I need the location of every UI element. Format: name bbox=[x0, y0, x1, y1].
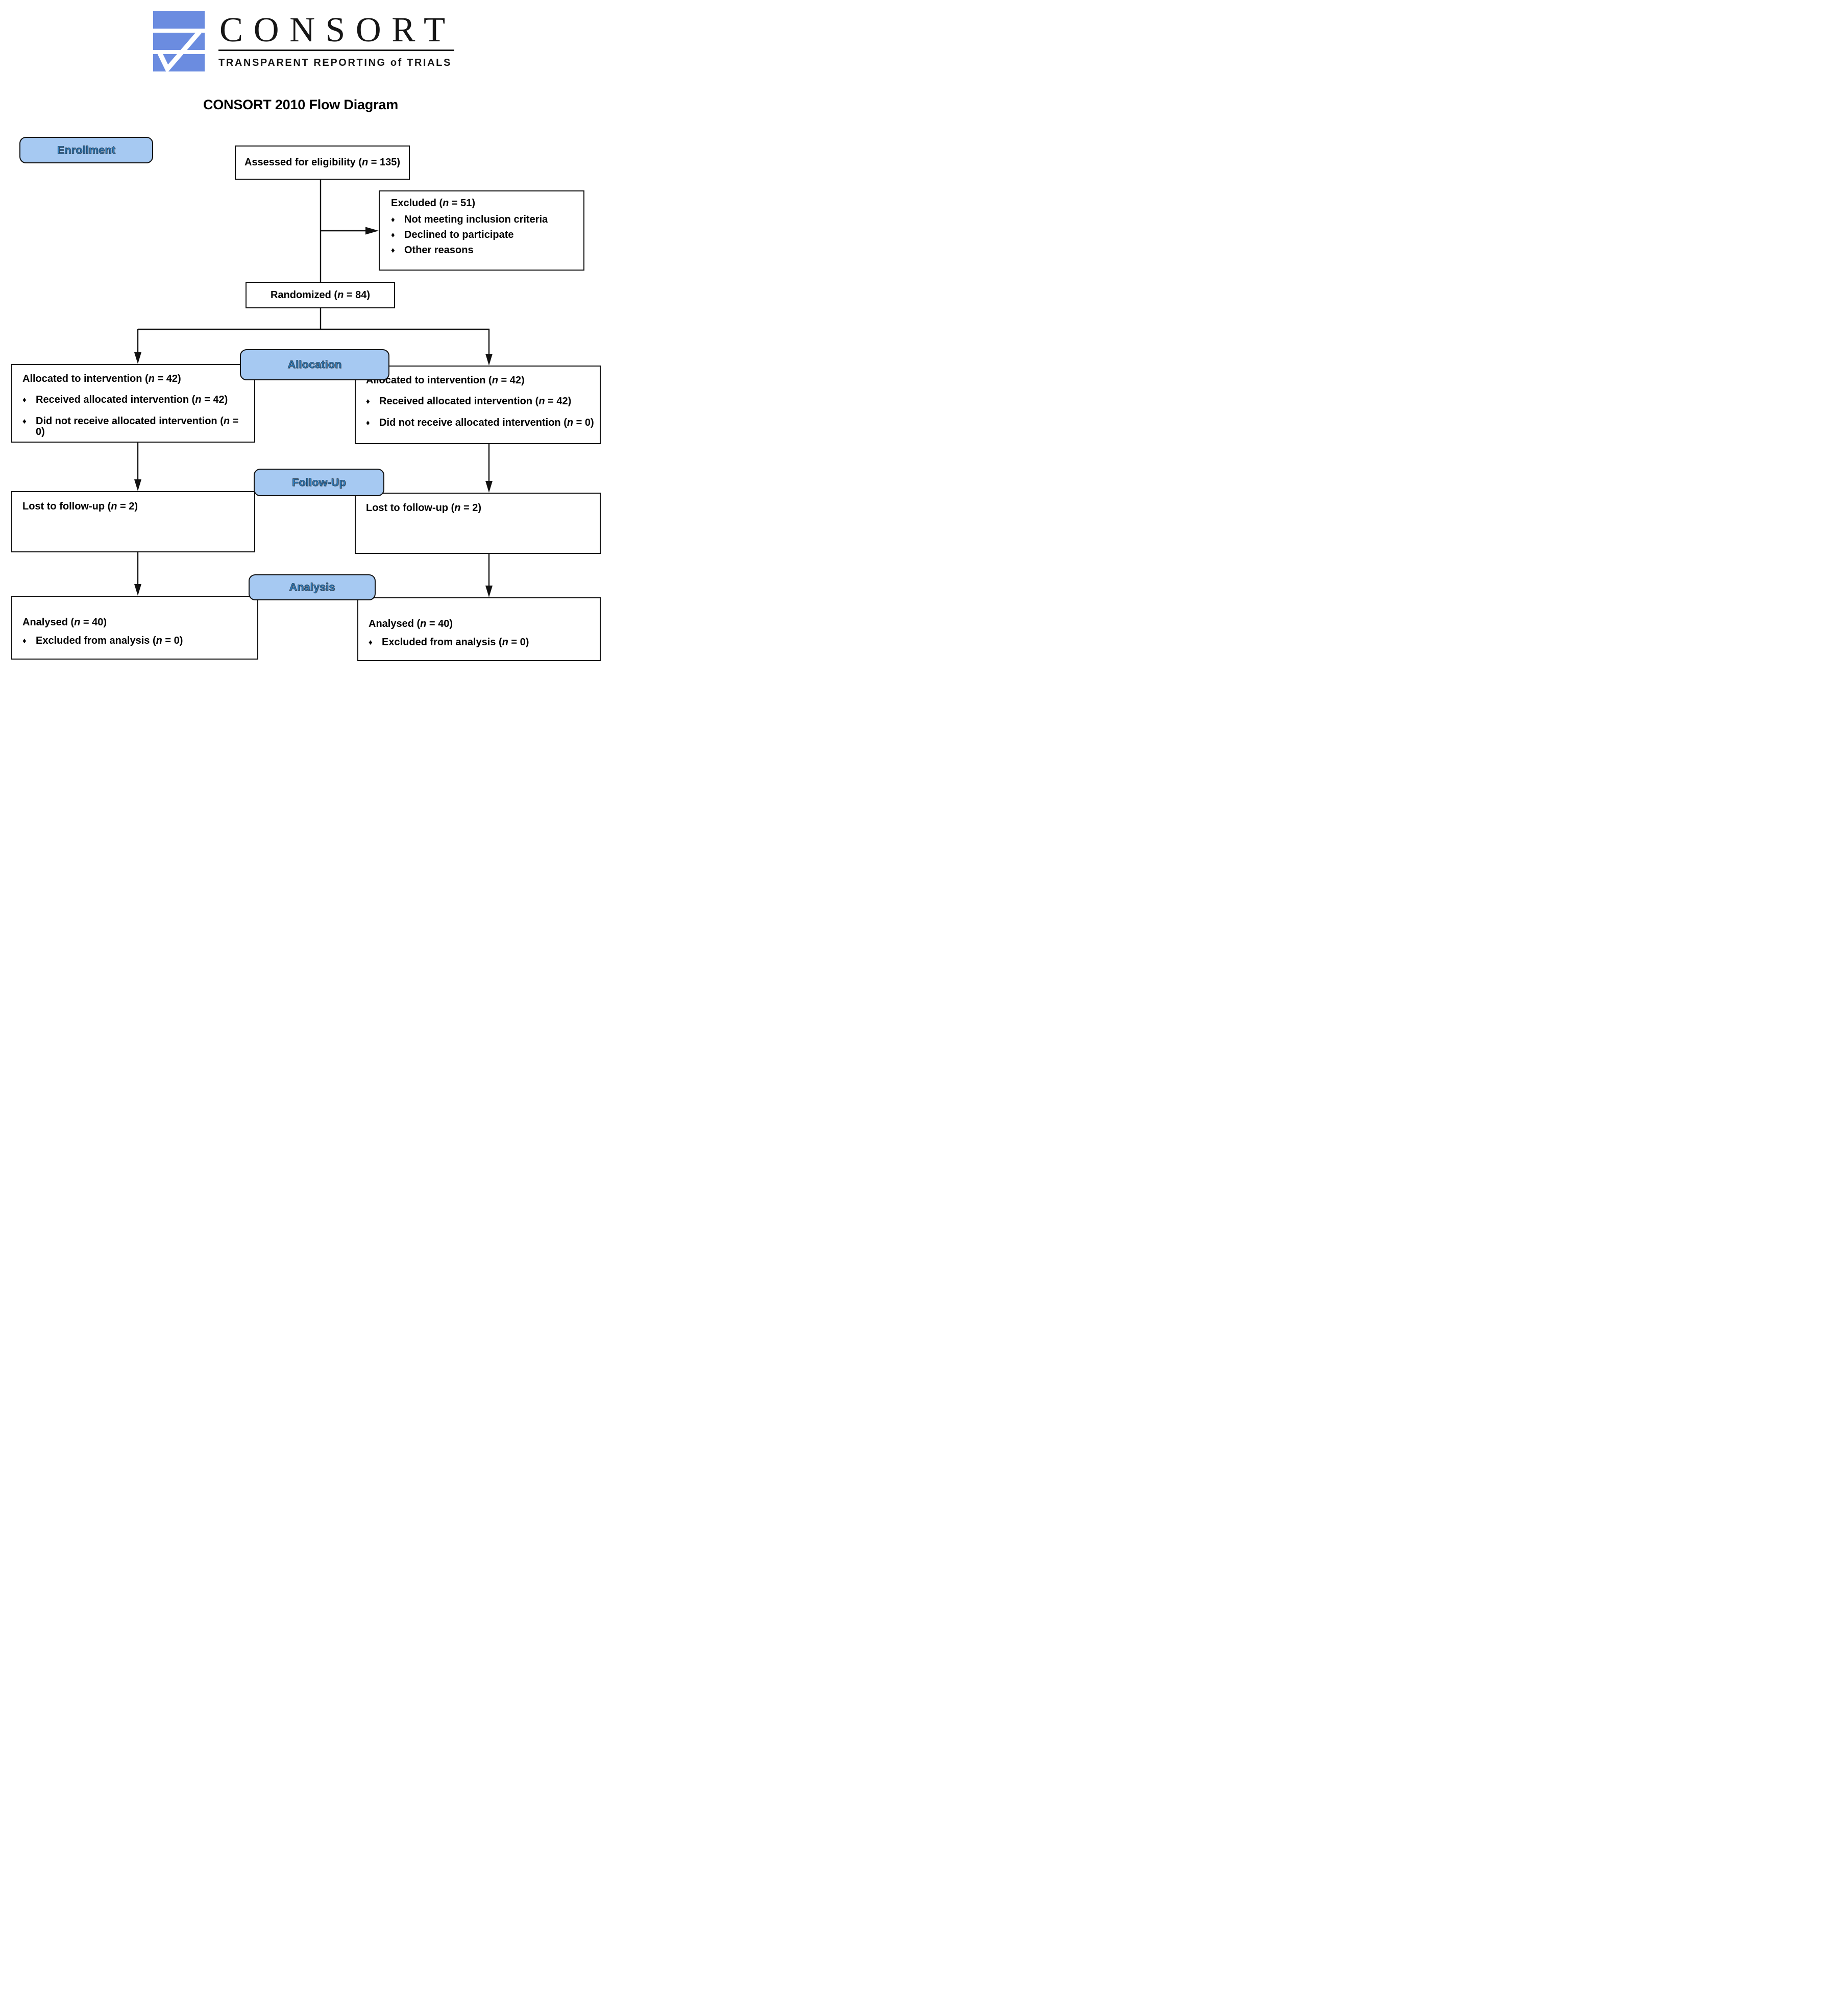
excluded-bullet-text: Other reasons bbox=[404, 245, 474, 256]
consort-logo-icon bbox=[153, 11, 205, 71]
logo-tagline: TRANSPARENT REPORTING of TRIALS bbox=[218, 57, 452, 68]
box-assessed: Assessed for eligibility (n = 135) bbox=[235, 145, 410, 180]
diamond-bullet-icon: ♦ bbox=[391, 246, 395, 255]
box-followup-left: Lost to follow-up (n = 2) bbox=[11, 491, 255, 552]
diamond-bullet-icon: ♦ bbox=[366, 419, 370, 427]
logo-checkmark-icon bbox=[157, 30, 202, 71]
logo-divider bbox=[218, 50, 454, 51]
box-excluded-title: Excluded (n = 51) bbox=[391, 198, 476, 209]
connector-randomized-split bbox=[138, 308, 489, 330]
stage-label-followup: Follow-Up bbox=[254, 469, 384, 496]
followup-left-text: Lost to follow-up (n = 2) bbox=[22, 501, 138, 512]
allocation-bullet-row: ♦ Did not receive allocated intervention… bbox=[22, 416, 250, 438]
excluded-bullet-text: Declined to participate bbox=[404, 229, 514, 240]
diamond-bullet-icon: ♦ bbox=[22, 417, 27, 426]
excluded-bullet-row: ♦ Other reasons bbox=[391, 245, 579, 256]
analysis-bullet-row: ♦ Excluded from analysis (n = 0) bbox=[22, 636, 253, 646]
box-randomized: Randomized (n = 84) bbox=[246, 282, 395, 308]
arrow-to-followup-left bbox=[134, 443, 141, 491]
arrow-to-excluded bbox=[320, 227, 379, 235]
diamond-bullet-icon: ♦ bbox=[22, 637, 27, 645]
analysis-bullet-text: Excluded from analysis (n = 0) bbox=[382, 637, 529, 648]
allocation-bullet-text: Did not receive allocated intervention (… bbox=[36, 416, 239, 438]
stage-label-enrollment: Enrollment bbox=[19, 137, 153, 163]
arrow-to-analysis-left bbox=[134, 552, 141, 596]
diamond-bullet-icon: ♦ bbox=[366, 397, 370, 406]
excluded-bullet-row: ♦ Not meeting inclusion criteria bbox=[391, 214, 579, 225]
arrow-to-allocation-right bbox=[485, 329, 493, 366]
allocation-bullet-row: ♦ Received allocated intervention (n = 4… bbox=[366, 396, 596, 407]
arrow-to-followup-right bbox=[485, 444, 493, 493]
analysis-bullet-row: ♦ Excluded from analysis (n = 0) bbox=[369, 637, 596, 648]
excluded-bullet-text: Not meeting inclusion criteria bbox=[404, 214, 548, 225]
allocation-bullet-text: Received allocated intervention (n = 42) bbox=[379, 396, 572, 407]
analysis-right-title: Analysed (n = 40) bbox=[369, 618, 453, 629]
box-followup-right: Lost to follow-up (n = 2) bbox=[355, 493, 601, 554]
allocation-bullet-text: Did not receive allocated intervention (… bbox=[379, 417, 594, 428]
box-randomized-text: Randomized (n = 84) bbox=[270, 289, 371, 301]
consort-flow-diagram: CONSORT TRANSPARENT REPORTING of TRIALS … bbox=[0, 0, 612, 672]
diamond-bullet-icon: ♦ bbox=[369, 638, 373, 647]
stage-label-analysis: Analysis bbox=[249, 574, 376, 600]
excluded-bullet-row: ♦ Declined to participate bbox=[391, 230, 579, 240]
page-title: CONSORT 2010 Flow Diagram bbox=[203, 97, 399, 112]
flow-connectors bbox=[134, 180, 493, 597]
allocation-right-title: Allocated to intervention (n = 42) bbox=[366, 375, 525, 386]
stage-label-allocation: Allocation bbox=[240, 349, 389, 380]
box-assessed-text: Assessed for eligibility (n = 135) bbox=[244, 157, 401, 168]
box-allocation-left: Allocated to intervention (n = 42) ♦ Rec… bbox=[11, 364, 255, 443]
diamond-bullet-icon: ♦ bbox=[391, 215, 395, 224]
diamond-bullet-icon: ♦ bbox=[391, 231, 395, 239]
analysis-bullet-text: Excluded from analysis (n = 0) bbox=[36, 635, 183, 646]
allocation-bullet-row: ♦ Did not receive allocated intervention… bbox=[366, 418, 596, 428]
arrow-to-allocation-left bbox=[134, 329, 141, 364]
box-analysis-left: Analysed (n = 40) ♦ Excluded from analys… bbox=[11, 596, 258, 660]
allocation-left-title: Allocated to intervention (n = 42) bbox=[22, 373, 181, 384]
box-analysis-right: Analysed (n = 40) ♦ Excluded from analys… bbox=[357, 597, 601, 661]
diamond-bullet-icon: ♦ bbox=[22, 396, 27, 404]
allocation-bullet-row: ♦ Received allocated intervention (n = 4… bbox=[22, 395, 250, 405]
analysis-left-title: Analysed (n = 40) bbox=[22, 617, 107, 628]
allocation-bullet-text: Received allocated intervention (n = 42) bbox=[36, 394, 228, 405]
followup-right-text: Lost to follow-up (n = 2) bbox=[366, 502, 482, 514]
box-allocation-right: Allocated to intervention (n = 42) ♦ Rec… bbox=[355, 366, 601, 444]
logo-wordmark: CONSORT bbox=[219, 10, 456, 49]
box-excluded: Excluded (n = 51) ♦ Not meeting inclusio… bbox=[379, 190, 584, 271]
logo-bar-top bbox=[153, 11, 205, 29]
arrow-to-analysis-right bbox=[485, 554, 493, 597]
